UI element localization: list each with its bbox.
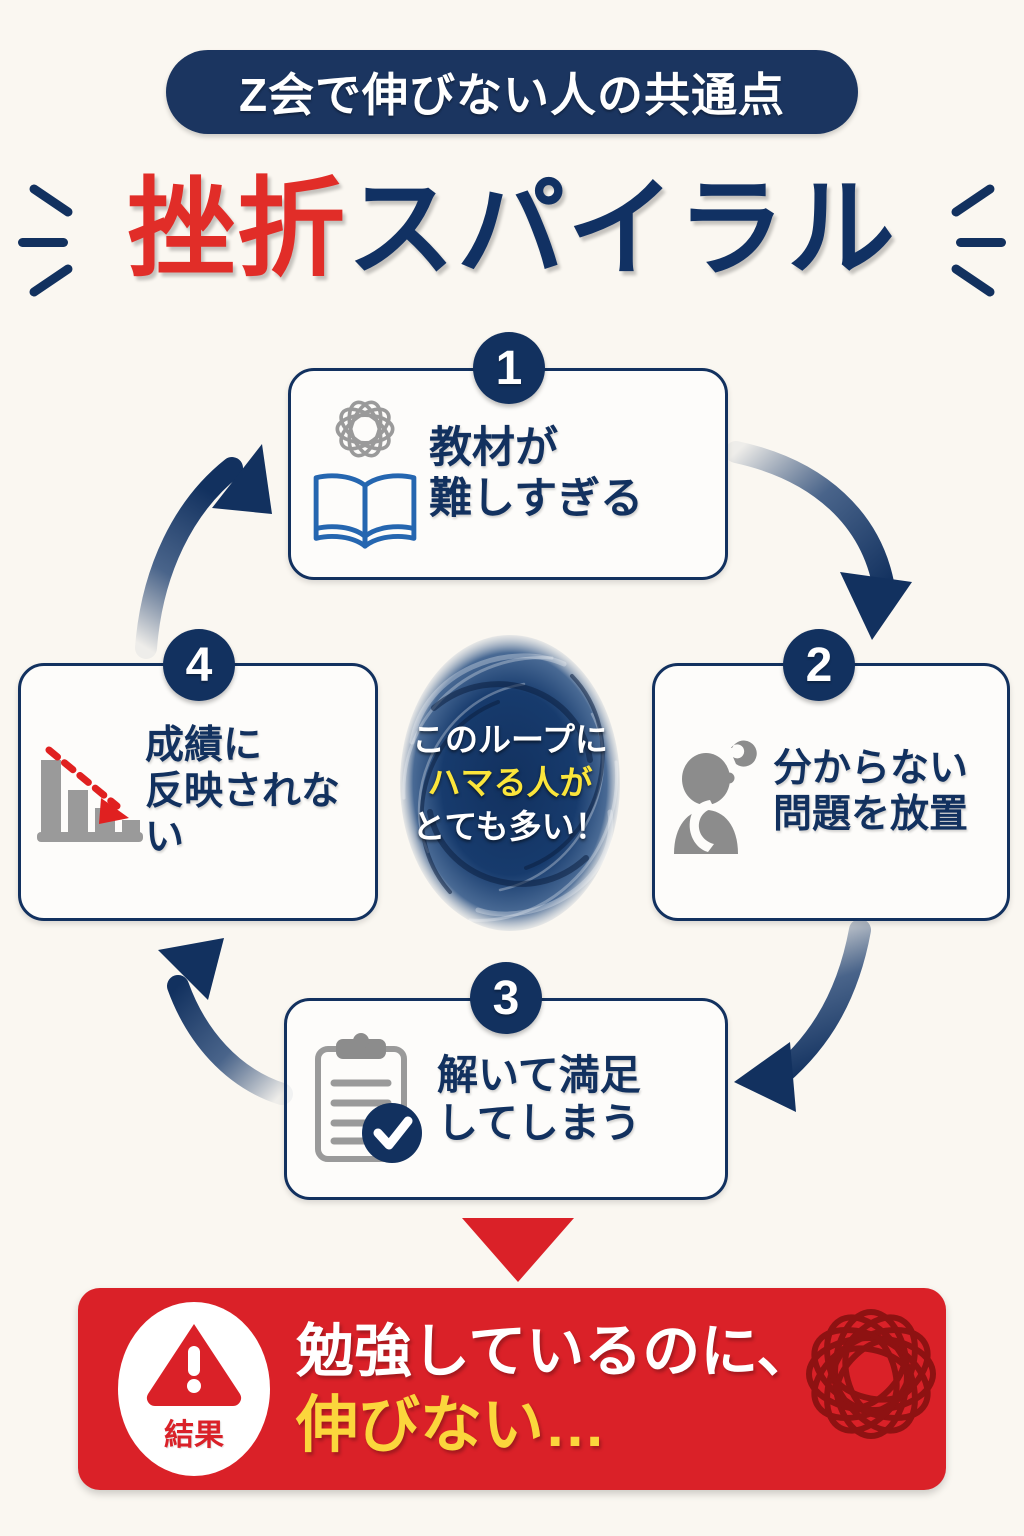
cycle-card-1-line1: 教材が [429,424,558,473]
clipboard-icon [315,1033,422,1163]
center-line-1: このループに [411,720,609,758]
cycle-card-4-line1: 成績に [145,723,263,767]
card-3-icons [287,1001,437,1197]
result-badge: 結果 [118,1302,270,1476]
cycle-card-1-line2: 難しすぎる [429,475,644,523]
thinking-person-icon [674,740,757,854]
red-down-arrow-icon [45,746,121,810]
arrow-step4-to-step1 [135,444,272,659]
header-badge: Z会で伸びない人の共通点 [166,50,858,134]
step-number-badge-2: 2 [783,629,855,701]
center-spiral-text: このループに ハマる人が とても多い！ [384,622,636,944]
card-4-icons [21,666,145,918]
step-number-badge-1: 1 [473,332,545,404]
step-number-badge-4: 4 [163,629,235,701]
decorative-slashes-left [18,180,104,300]
cycle-card-3-line1: 解いて満足 [437,1051,641,1098]
page-title-navy: スパイラル [347,168,898,289]
cycle-card-2-line2: 問題を放置 [773,793,969,836]
arrow-step1-to-step2 [725,441,912,640]
declining-bar-chart-icon [37,746,143,842]
slash-mark [956,238,1006,247]
cycle-card-2-line1: 分からない [773,746,969,790]
step-number-badge-3: 3 [470,962,542,1034]
center-line-2: ハマる人が [427,764,593,802]
header-badge-label: Z会で伸びない人の共通点 [238,69,786,121]
cycle-card-4-line2: 反映されない [145,769,341,859]
spiral-vortex-icon [400,635,620,931]
page-title-red: 挫折 [126,168,347,289]
card-2-icons [655,666,773,918]
slash-mark [18,238,68,247]
center-spiral: このループに ハマる人が とても多い！ [384,622,636,944]
result-line-2: 伸びない… [296,1390,607,1460]
cycle-card-4[interactable]: 成績に 反映されない [18,663,378,921]
result-badge-label: 結果 [164,1419,224,1452]
result-line-1: 勉強しているのに、 [296,1318,815,1384]
arrow-step3-to-step4 [158,938,293,1105]
cycle-card-1-text: 教材が 難しすぎる [429,423,643,524]
down-arrow-icon [462,1218,574,1282]
decorative-slashes-right [920,180,1006,300]
red-scribble-icon [806,1309,936,1439]
open-book-icon [313,473,417,549]
arrow-step2-to-step3 [734,919,871,1112]
center-line-3: とても多い！ [412,807,608,845]
page-title: 挫折 スパイラル [0,150,1024,290]
result-banner-text: 勉強しているのに、 伸びない… [296,1300,816,1480]
cycle-card-2-text: 分からない 問題を放置 [773,746,968,838]
cycle-card-2[interactable]: 分からない 問題を放置 [652,663,1010,921]
cycle-card-3-line2: してしまう [437,1100,641,1146]
cycle-card-3-text: 解いて満足 してしまう [437,1051,641,1148]
cycle-card-4-text: 成績に 反映されない [145,723,375,861]
tangle-knot-icon [335,400,395,458]
card-1-icons [291,371,429,577]
warning-triangle-icon [146,1324,242,1407]
